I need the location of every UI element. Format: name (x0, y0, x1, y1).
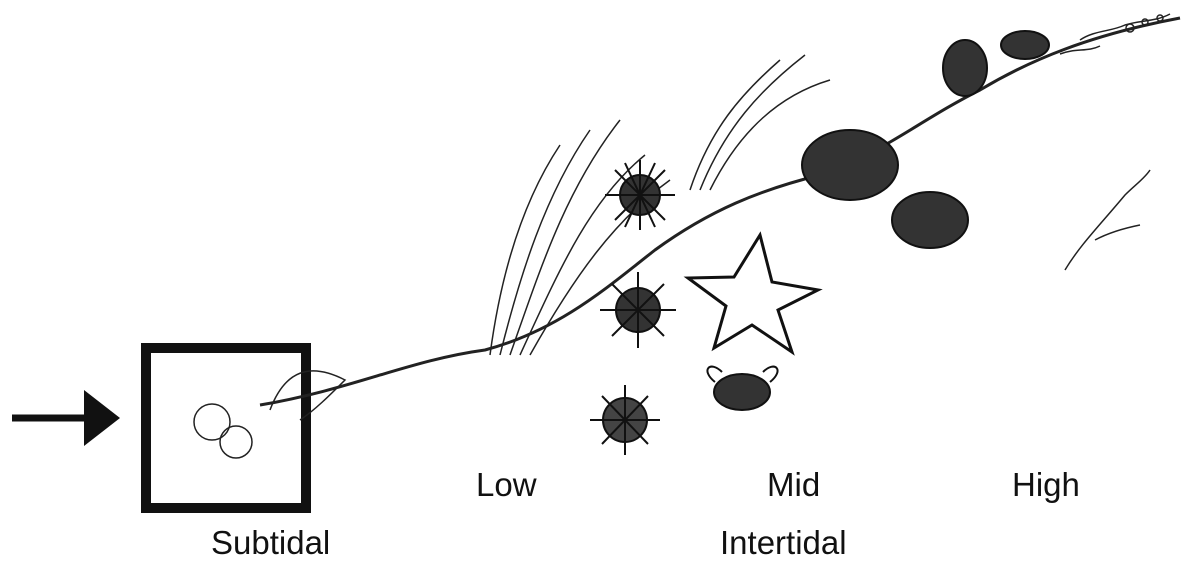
zone-label-subtidal: Subtidal (211, 526, 330, 559)
mussel-cluster-icon (802, 31, 1049, 248)
zone-label-high: High (1012, 468, 1080, 501)
subtidal-creatures (194, 371, 345, 458)
starfish-icon (688, 235, 818, 352)
subtidal-highlight-box (146, 348, 306, 508)
sea-anemone-icon (707, 367, 777, 410)
sea-urchin-icon (590, 160, 676, 455)
arrow-right-icon (12, 390, 120, 446)
shoreline-path (260, 18, 1180, 405)
zone-label-mid: Mid (767, 468, 820, 501)
zone-label-intertidal: Intertidal (720, 526, 847, 559)
artist-signature (1065, 170, 1150, 270)
zone-label-low: Low (476, 468, 537, 501)
